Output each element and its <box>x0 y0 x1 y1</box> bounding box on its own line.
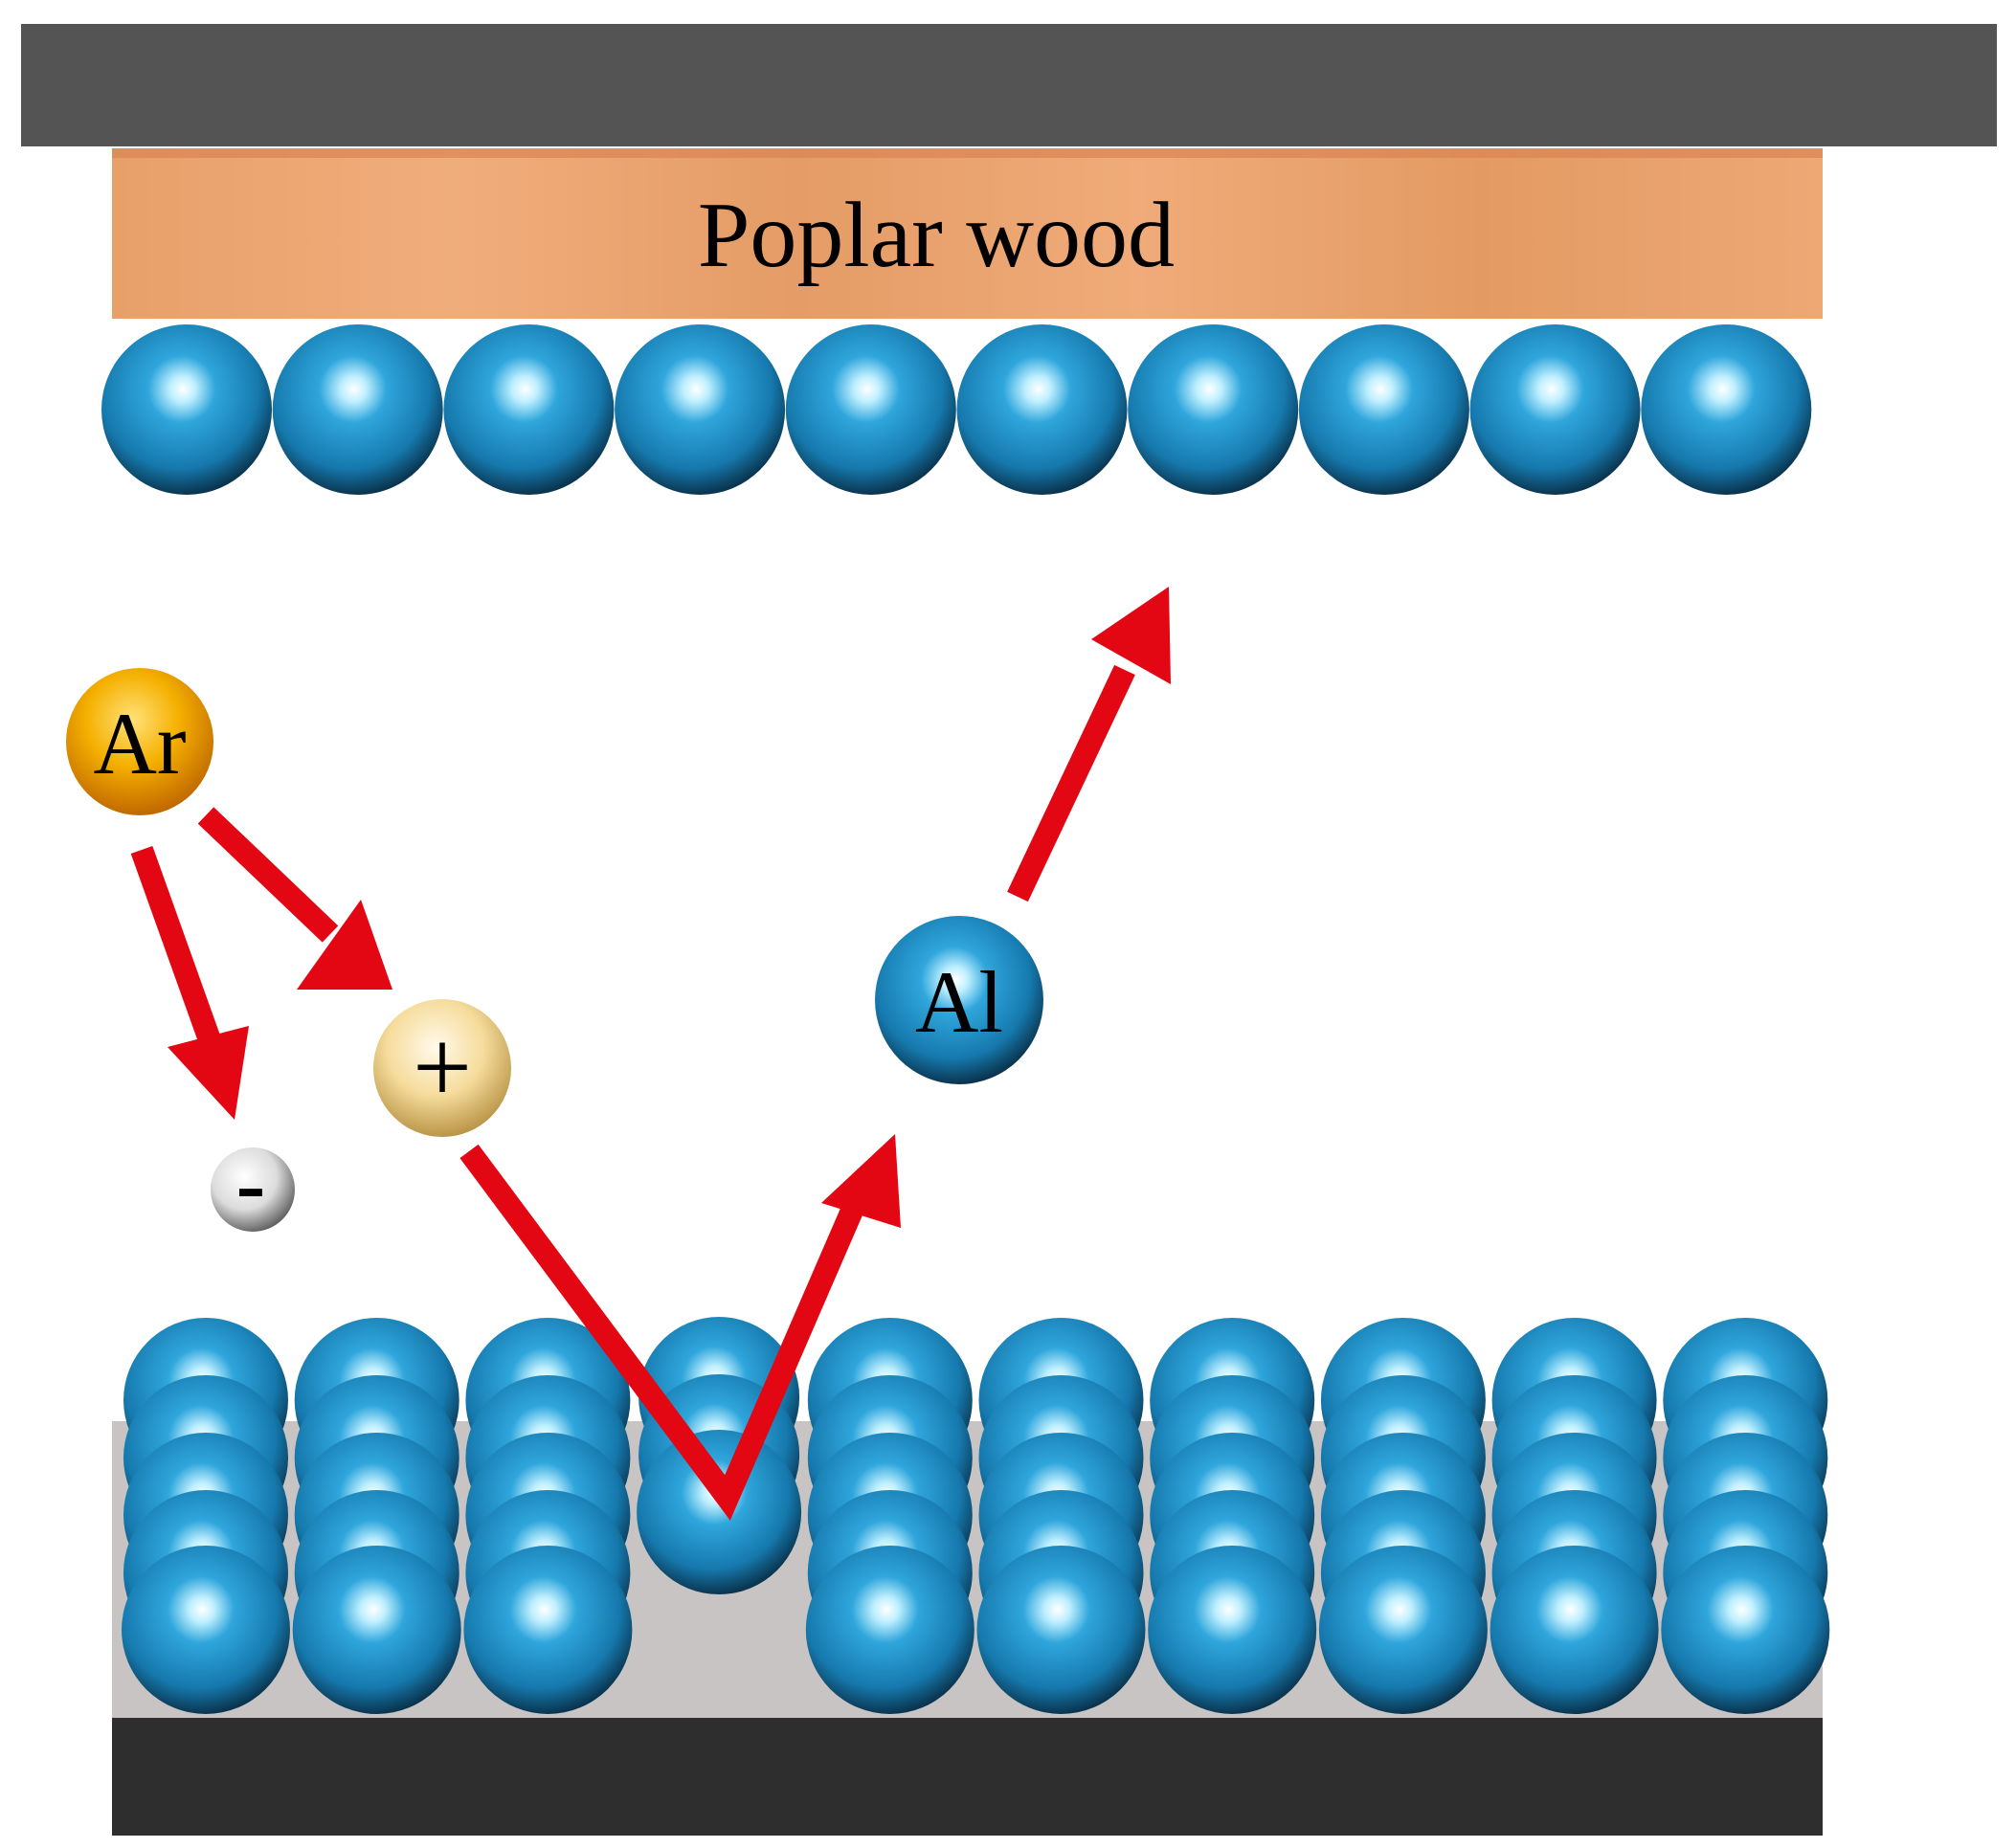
deposited-atom-icon <box>785 324 956 495</box>
deposited-aluminum-layer <box>101 324 1812 495</box>
aluminum-target <box>122 1317 1830 1714</box>
target-atom-icon <box>805 1546 974 1714</box>
argon-ion-icon <box>373 999 511 1137</box>
target-atom-icon <box>1490 1546 1659 1714</box>
arrow-to-ion <box>197 807 392 990</box>
target-atom-icon <box>292 1546 461 1714</box>
deposited-atom-icon <box>956 324 1128 495</box>
argon-ion: + <box>373 999 511 1137</box>
target-atom-icon <box>637 1430 802 1594</box>
trajectory-arrows <box>130 587 1171 1521</box>
target-atom-icon <box>1661 1546 1830 1714</box>
deposited-atom-icon <box>615 324 786 495</box>
target-atom-icon <box>1148 1546 1317 1714</box>
electron-sign: - <box>236 1135 266 1233</box>
arrow-ion-impact <box>459 1134 901 1521</box>
top-plate <box>21 24 1997 146</box>
electron-icon <box>211 1147 295 1232</box>
argon-atom-icon <box>66 668 213 815</box>
deposited-atom-icon <box>443 324 615 495</box>
arrow-to-deposit <box>1007 587 1171 902</box>
aluminum-atom-icon <box>875 916 1043 1084</box>
deposited-atom-icon <box>1469 324 1641 495</box>
arrow-to-electron <box>130 845 249 1120</box>
deposited-atom-icon <box>101 324 272 495</box>
argon-atom: Ar <box>66 668 213 815</box>
target-atom-icon <box>1318 1546 1488 1714</box>
deposited-atom-icon <box>272 324 443 495</box>
sputtered-aluminum-atom: Al <box>875 916 1043 1084</box>
target-atom-icon <box>976 1546 1146 1714</box>
aluminum-label: Al <box>915 953 1003 1051</box>
deposited-atom-icon <box>1298 324 1469 495</box>
target-atom-icon <box>463 1546 633 1714</box>
electron: - <box>211 1135 295 1233</box>
wood-substrate: Poplar wood <box>112 148 1823 319</box>
target-atom-icon <box>122 1546 290 1714</box>
substrate-label: Poplar wood <box>698 184 1175 287</box>
argon-label: Ar <box>93 695 186 792</box>
bottom-plate <box>112 1718 1823 1836</box>
deposited-atom-icon <box>1641 324 1812 495</box>
deposited-atom-icon <box>1128 324 1299 495</box>
ion-sign: + <box>413 1009 472 1125</box>
